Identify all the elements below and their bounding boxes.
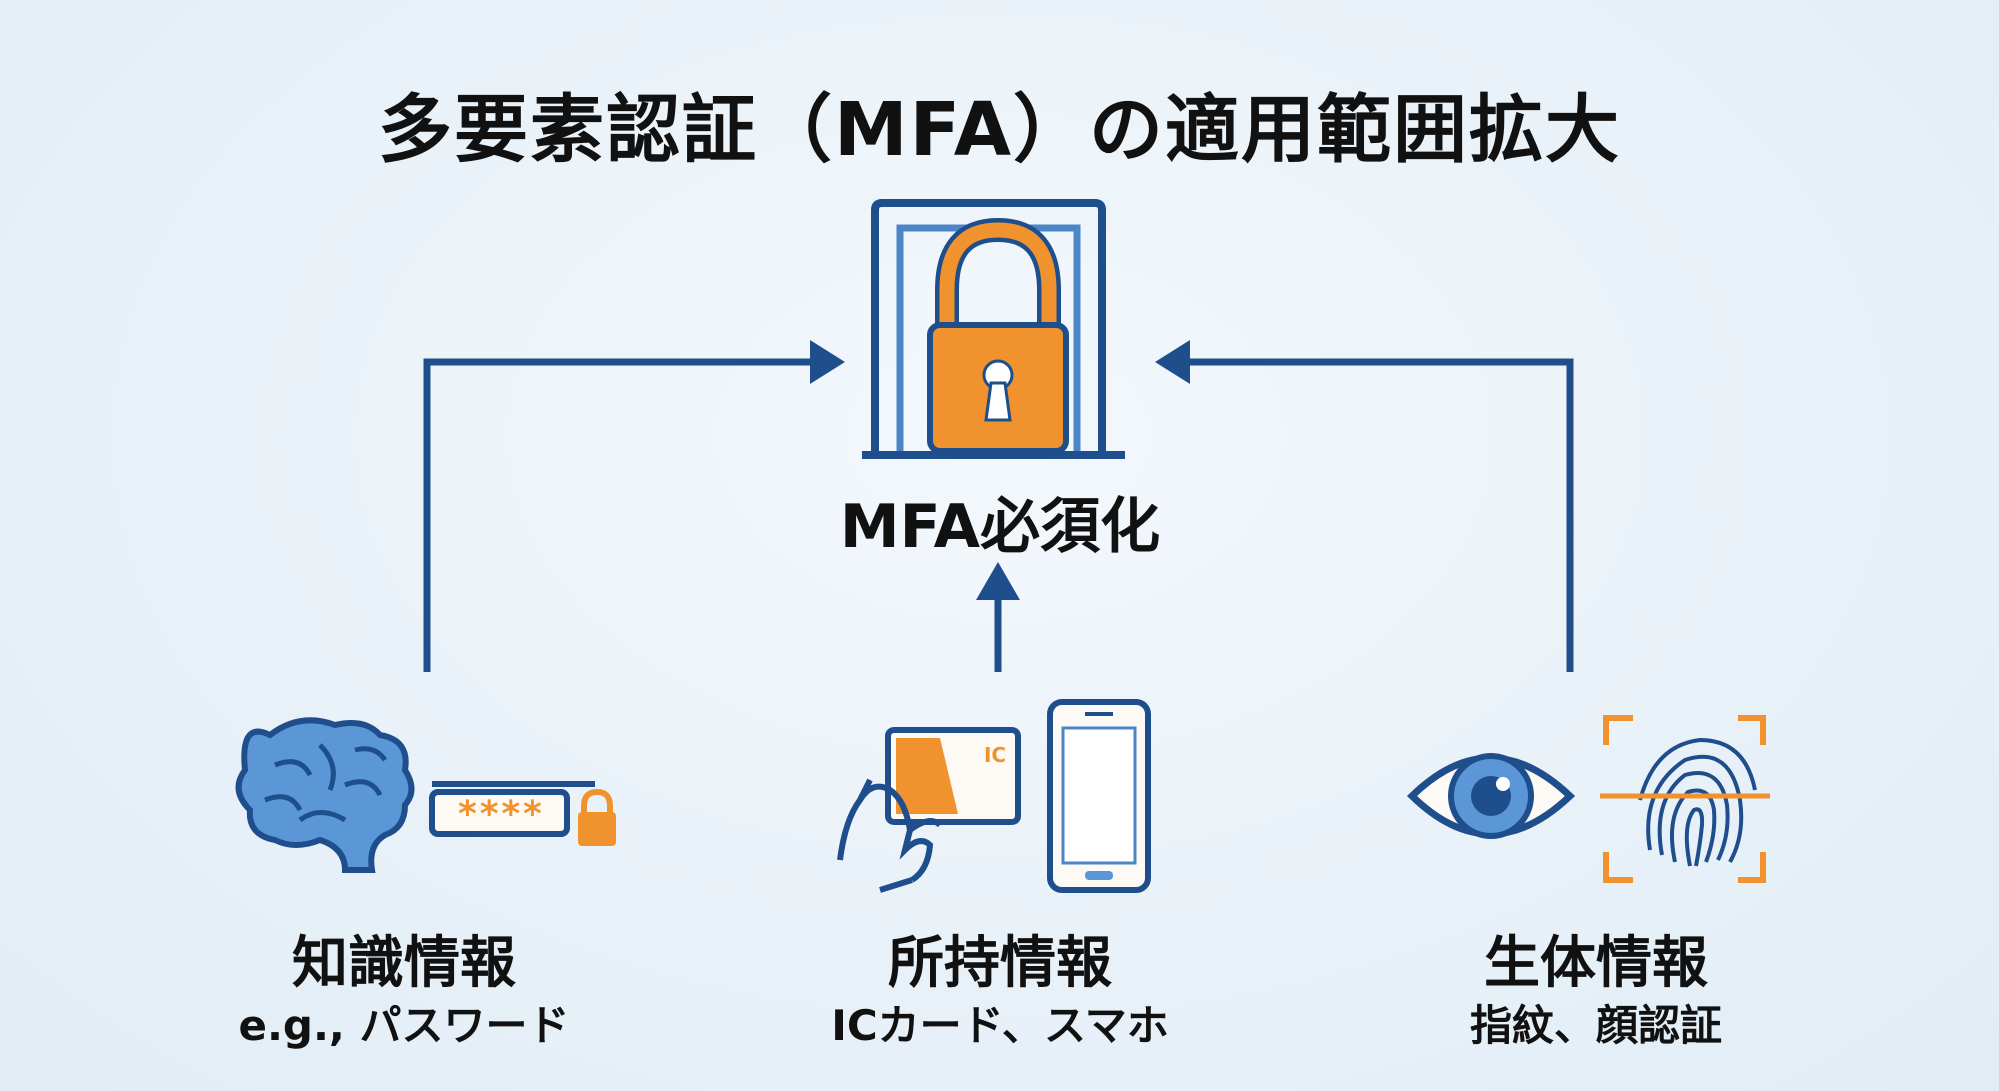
password-mask: **** xyxy=(457,794,544,835)
category-subtitle-knowledge: e.g., パスワード xyxy=(238,1001,570,1050)
brain-icon xyxy=(235,717,415,873)
category-title-possession: 所持情報 xyxy=(888,931,1112,996)
padlock-icon xyxy=(927,217,1069,454)
center-label: MFA必須化 xyxy=(839,492,1161,562)
password-field-icon: **** xyxy=(429,781,616,846)
hand-with-card-icon: IC xyxy=(837,727,1021,893)
diagram-title: 多要素認証（MFA）の適用範囲拡大 xyxy=(378,87,1621,173)
category-subtitle-biometric: 指紋、顔認証 xyxy=(1469,1001,1722,1050)
smartphone-icon xyxy=(1047,699,1151,893)
category-title-knowledge: 知識情報 xyxy=(292,931,516,996)
arrow-left xyxy=(423,340,845,672)
arrow-right xyxy=(1155,340,1574,672)
fingerprint-scan-icon xyxy=(1600,715,1770,883)
arrow-center xyxy=(976,562,1020,672)
eye-icon xyxy=(1406,753,1576,839)
card-chip-label: IC xyxy=(984,743,1006,767)
category-title-biometric: 生体情報 xyxy=(1484,931,1708,996)
category-subtitle-possession: ICカード、スマホ xyxy=(831,1001,1169,1050)
